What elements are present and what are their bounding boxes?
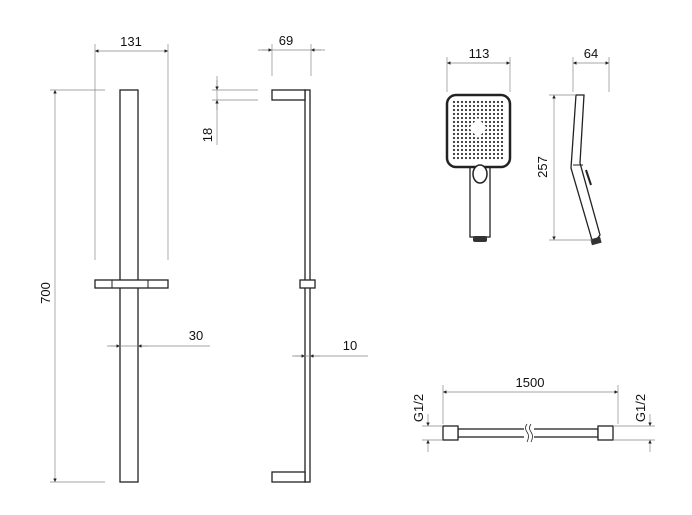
dim-113: 113 xyxy=(469,46,490,61)
hose-view: 1500 G1/2 G1/2 xyxy=(411,375,655,452)
dim-1500: 1500 xyxy=(516,375,545,390)
dim-257: 257 xyxy=(535,156,550,178)
slider-front xyxy=(94,279,169,289)
dim-g12-left: G1/2 xyxy=(411,394,426,422)
handshower-side-view: 64 257 xyxy=(535,46,610,246)
dim-131: 131 xyxy=(120,34,142,49)
dim-700: 700 xyxy=(38,282,53,304)
rail-side-view: 69 18 10 xyxy=(200,33,368,483)
dim-64: 64 xyxy=(584,46,598,61)
dim-10: 10 xyxy=(343,338,357,353)
dim-69: 69 xyxy=(279,33,293,48)
handshower-front-view: 113 xyxy=(445,46,512,242)
dim-30: 30 xyxy=(189,328,203,343)
dim-18: 18 xyxy=(200,128,215,142)
rail-front-view: 131 700 30 xyxy=(38,34,210,483)
dim-g12-right: G1/2 xyxy=(633,394,648,422)
